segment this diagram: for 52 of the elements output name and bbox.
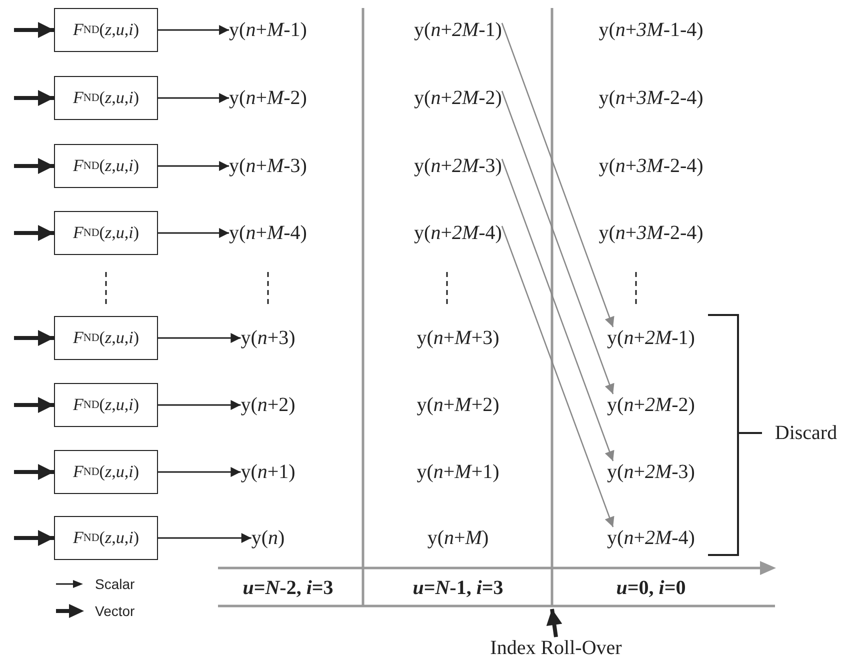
arrow bbox=[501, 90, 614, 394]
signal-label: y(n+M+1) bbox=[416, 461, 500, 483]
signal-label: y(n+3M-2-4) bbox=[598, 222, 704, 244]
arrow bbox=[14, 225, 54, 241]
signal-label: y(n+M-4) bbox=[229, 222, 307, 244]
annotation-text: Index Roll-Over bbox=[490, 637, 622, 659]
table-cell: u=0, i=0 bbox=[616, 577, 686, 599]
arrow bbox=[501, 22, 614, 328]
signal-label: y(n+2M-2) bbox=[607, 394, 695, 416]
signal-label: y(n+3M-2-4) bbox=[598, 87, 704, 109]
arrow bbox=[14, 22, 54, 38]
bracket-label: Discard bbox=[774, 422, 838, 444]
signal-label: y(n+2M-2) bbox=[414, 87, 502, 109]
arrow bbox=[14, 464, 54, 480]
arrow bbox=[158, 400, 241, 410]
signal-label: y(n+2M-3) bbox=[607, 461, 695, 483]
arrow bbox=[158, 25, 230, 35]
signal-label: y(n+2M-1) bbox=[607, 327, 695, 349]
signal-label: y(n+2M-1) bbox=[414, 19, 502, 41]
signal-label: y(n+1) bbox=[240, 461, 296, 483]
signal-label: y(n+2M-4) bbox=[607, 527, 695, 549]
arrow bbox=[158, 467, 241, 477]
signal-label: y(n+3M-2-4) bbox=[598, 155, 704, 177]
arrow bbox=[14, 90, 54, 106]
signal-label: y(n+M+3) bbox=[416, 327, 500, 349]
arrow bbox=[14, 397, 54, 413]
table-cell: u=N-2, i=3 bbox=[242, 577, 334, 599]
signal-label: y(n+M+2) bbox=[416, 394, 500, 416]
arrow bbox=[158, 93, 230, 103]
table-cell: u=N-1, i=3 bbox=[412, 577, 504, 599]
arrow bbox=[158, 228, 230, 238]
signal-label: y(n+3M-1-4) bbox=[598, 19, 704, 41]
arrow bbox=[158, 161, 230, 171]
legend-text: Vector bbox=[95, 603, 135, 619]
arrow bbox=[14, 158, 54, 174]
signal-label: y(n+M) bbox=[427, 527, 489, 549]
signal-label: y(n+M-1) bbox=[229, 19, 307, 41]
signal-label: y(n) bbox=[251, 527, 285, 549]
arrow bbox=[546, 608, 562, 638]
signal-label: y(n+M-2) bbox=[229, 87, 307, 109]
arrow bbox=[501, 158, 614, 462]
arrow bbox=[14, 330, 54, 346]
arrow bbox=[501, 226, 614, 528]
arrow bbox=[158, 533, 252, 543]
signal-label: y(n+3) bbox=[240, 327, 296, 349]
signal-label: y(n+M-3) bbox=[229, 155, 307, 177]
signal-label: y(n+2M-3) bbox=[414, 155, 502, 177]
legend-text: Scalar bbox=[95, 576, 135, 592]
arrow bbox=[14, 530, 54, 546]
signal-label: y(n+2M-4) bbox=[414, 222, 502, 244]
arrow bbox=[158, 333, 241, 343]
signal-label: y(n+2) bbox=[240, 394, 296, 416]
